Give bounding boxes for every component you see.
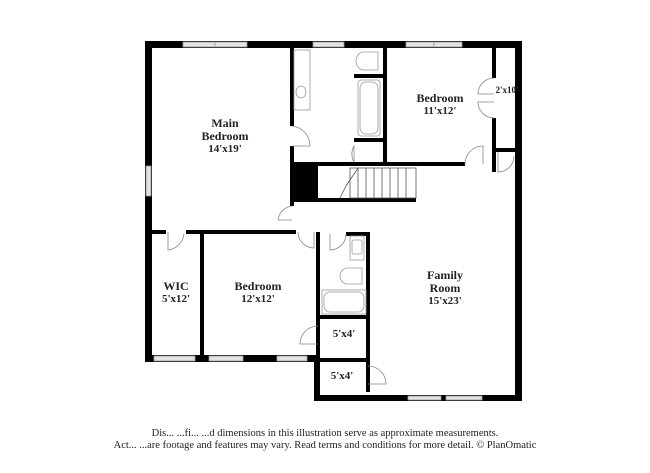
disclaimer-line-1: Dis... ...fi... ...d dimensions in this … [151, 428, 499, 439]
fixtures [293, 49, 381, 315]
room-label-closet-b: 5'x4' [320, 370, 364, 383]
room-name: Main [211, 116, 239, 130]
room-label-family-room: Family Room 15'x23' [405, 269, 485, 308]
room-label-closet-a: 5'x4' [322, 328, 366, 341]
room-dimensions: 14'x19' [208, 143, 242, 155]
room-dimensions: 2'x10' [495, 85, 519, 95]
room-label-bedroom-3: Bedroom 12'x12' [218, 280, 298, 306]
room-dimensions: 15'x23' [428, 295, 462, 307]
room-name: Bedroom [416, 91, 464, 105]
windows [145, 41, 483, 401]
room-label-wic: WIC 5'x12' [152, 280, 200, 306]
room-label-closet-2x10: 2'x10' [490, 84, 524, 97]
room-dimensions: 12'x12' [241, 293, 275, 305]
room-dimensions: 5'x4' [332, 328, 356, 340]
room-name: Room [429, 281, 461, 295]
room-label-main-bedroom: Main Bedroom 14'x19' [185, 117, 265, 156]
room-name: Family [427, 268, 463, 282]
disclaimer: Dis... ...fi... ...d dimensions in this … [0, 428, 650, 452]
room-dimensions: 5'x12' [161, 293, 191, 305]
disclaimer-line-2: Act... ...are footage and features may v… [113, 440, 537, 451]
room-dimensions: 11'x12' [423, 105, 457, 117]
doors [167, 77, 515, 385]
room-name: Bedroom [201, 129, 249, 143]
room-name: WIC [163, 279, 189, 293]
stairs [339, 167, 417, 199]
room-dimensions: 5'x4' [330, 370, 354, 382]
room-name: Bedroom [234, 279, 282, 293]
room-label-bedroom-2: Bedroom 11'x12' [400, 92, 480, 118]
interior-walls [152, 48, 516, 392]
